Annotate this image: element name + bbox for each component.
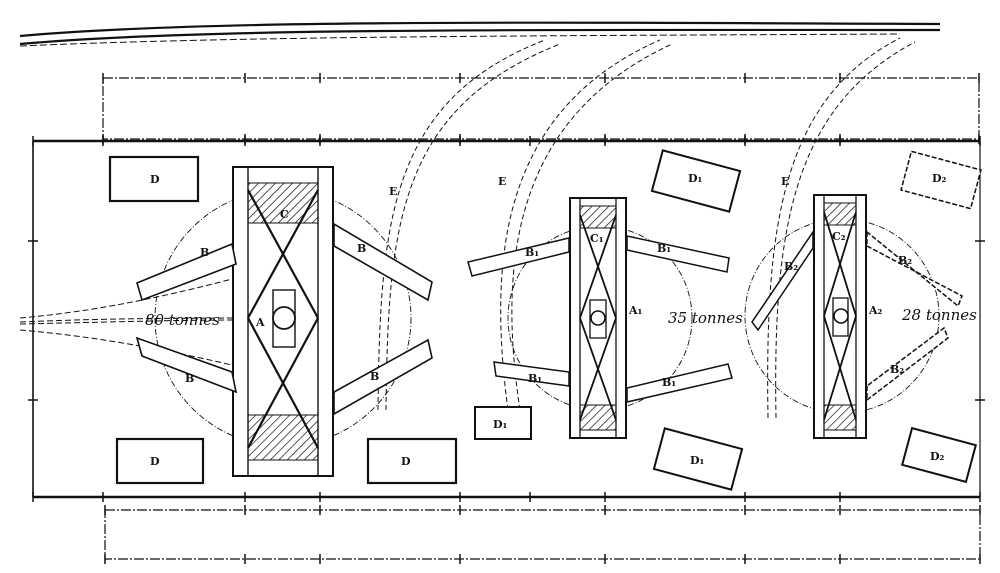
crane-2-label-b-upper-right: B₁ — [657, 242, 671, 255]
crane-1-label-c: C — [280, 208, 289, 221]
crane-2-jib-upper-left — [467, 237, 570, 277]
crane-28t-labels: D₂ D₂ C₂ A₂ B₂ B₂ B₂ E 28 tonnes — [781, 172, 977, 463]
crane-3-label-b-lower-right: B₂ — [890, 363, 904, 376]
crane-2-label-b-lower-left: B₁ — [528, 372, 542, 385]
crane-3-label-b-upper-left: B₂ — [784, 260, 798, 273]
crane-2-label-b-lower-right: B₁ — [662, 376, 676, 389]
crane-2-label-e: E — [498, 175, 506, 188]
crane-2-counterweight-bottom-left — [474, 406, 532, 440]
crane-2-label-d-bottom-right: D₁ — [690, 454, 705, 467]
crane-2-jib-lower-right — [626, 363, 733, 403]
crane-3-counterweight-bottom — [900, 426, 978, 484]
crane-1-label-b-lower-left: B — [185, 372, 194, 385]
crane-1-counterweight-top — [108, 155, 200, 203]
crane-3-label-b-upper-right: B₂ — [898, 254, 912, 267]
crane-3-counterweight-top — [900, 150, 982, 210]
crane-3-label-a: A₂ — [868, 304, 883, 317]
crane-28t — [751, 150, 982, 484]
crane-1-label-d-bottom-right: D — [401, 455, 411, 468]
crane-3-jib-upper-left — [751, 229, 814, 332]
crane-2-capacity: 35 tonnes — [668, 309, 743, 327]
crane-1-label-b-upper-left: B — [200, 246, 209, 259]
curved-spurs — [377, 37, 916, 419]
crane-3-label-d-top: D₂ — [932, 172, 947, 185]
crane-1-jib-upper-left — [136, 242, 237, 302]
crane-1-label-b-upper-right: B — [357, 242, 366, 255]
crane-3-jib-lower-right — [866, 326, 949, 402]
crane-1-label-b-lower-right: B — [370, 370, 379, 383]
crane-1-label-e: E — [389, 185, 397, 198]
crane-1-capacity: 80 tonnes — [145, 311, 220, 329]
crane-1-jib-lower-right — [333, 338, 433, 416]
crane-80t — [108, 155, 458, 485]
top-rail-tracks — [19, 21, 941, 47]
crane-2-label-d-bottom-left: D₁ — [493, 418, 508, 431]
crane-1-jib-upper-right — [333, 222, 433, 302]
crane-3-jib-upper-right — [866, 230, 963, 308]
crane-1-label-d-top: D — [150, 173, 160, 186]
column-markers — [28, 73, 985, 564]
crane-35t — [467, 149, 744, 491]
crane-1-label-a: A — [255, 316, 265, 329]
crane-2-jib-upper-right — [626, 235, 730, 273]
crane-3-label-c: C₂ — [832, 230, 846, 243]
crane-2-label-c: C₁ — [590, 232, 604, 245]
crane-2-counterweight-top — [650, 149, 742, 213]
crane-2-label-d-top: D₁ — [688, 172, 703, 185]
crane-3-label-e: E — [781, 175, 789, 188]
crane-35t-labels: D₁ D₁ D₁ C₁ A₁ B₁ B₁ B₁ B₁ E 35 tonnes — [493, 172, 743, 467]
building-frame — [32, 77, 981, 560]
crane-2-label-b-upper-left: B₁ — [525, 246, 539, 259]
crane-3-capacity: 28 tonnes — [901, 306, 977, 324]
crane-1-jib-lower-left — [135, 336, 238, 394]
crane-2-counterweight-bottom-right — [652, 427, 744, 491]
crane-2-jib-lower-left — [493, 361, 570, 387]
crane-1-counterweight-bottom-left — [115, 437, 205, 485]
crane-2-label-a: A₁ — [628, 304, 643, 317]
crane-3-label-d-bottom: D₂ — [930, 450, 945, 463]
crane-1-label-d-bottom-left: D — [150, 455, 160, 468]
crane-80t-labels: D D D C A B B B B E 80 tonnes — [145, 173, 411, 468]
crane-1-counterweight-bottom-right — [366, 437, 458, 485]
